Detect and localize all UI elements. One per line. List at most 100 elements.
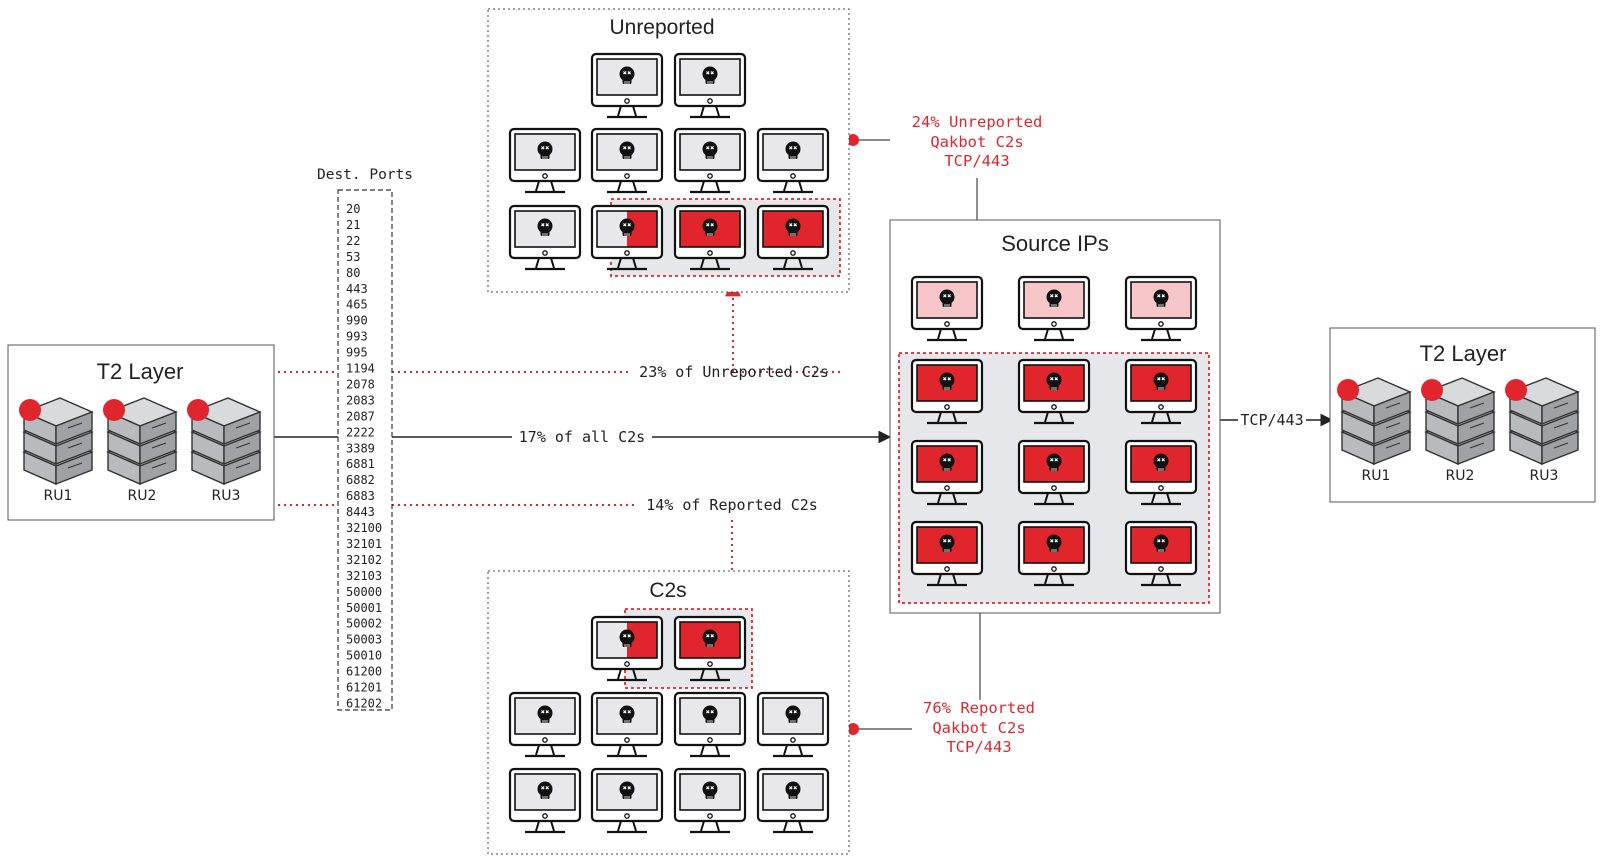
skull-icon [537, 141, 553, 159]
skull-icon [702, 218, 718, 236]
connector-lines [272, 134, 1334, 735]
unreported-monitor [673, 52, 747, 119]
alert-dot [103, 399, 125, 421]
port-item: 2087 [346, 409, 375, 423]
c2s-monitor [508, 767, 582, 834]
unreported-annotation: 24% Unreported Qakbot C2s TCP/443 [912, 113, 1043, 170]
unreported-monitor [756, 204, 830, 271]
skull-icon [702, 66, 718, 84]
server-label: RU2 [128, 488, 157, 504]
t2-right-server-3: RU3 [1505, 377, 1580, 484]
skull-icon [785, 705, 801, 723]
port-item: 80 [346, 266, 360, 280]
source-monitor [910, 275, 984, 342]
source-monitor [1124, 358, 1198, 425]
t2-left-server-3: RU3 [187, 397, 262, 504]
unreported-group: Unreported [487, 8, 850, 293]
source-monitor [1017, 520, 1091, 587]
t2-left-server-2: RU2 [103, 397, 178, 504]
port-item: 6882 [346, 473, 375, 487]
port-item: 2083 [346, 393, 375, 407]
c2s-monitor [508, 691, 582, 758]
skull-icon [702, 141, 718, 159]
source-monitor [1124, 520, 1198, 587]
port-item: 53 [346, 250, 360, 264]
alert-dot [1337, 379, 1359, 401]
port-item: 22 [346, 234, 360, 248]
skull-icon [619, 705, 635, 723]
t2-layer-left: T2 Layer RU1 RU2 RU3 [7, 344, 275, 521]
unreported-title: Unreported [609, 16, 714, 39]
server-label: RU1 [1362, 468, 1391, 484]
port-item: 6883 [346, 489, 375, 503]
skull-icon [1153, 372, 1169, 390]
flow-label-egress: TCP/443 [1240, 411, 1303, 429]
t2-layer-left-title: T2 Layer [97, 359, 184, 384]
source-monitor [910, 439, 984, 506]
port-item: 32100 [346, 521, 382, 535]
skull-icon [619, 66, 635, 84]
skull-icon [785, 218, 801, 236]
c2s-monitor [673, 767, 747, 834]
server-stack-icon [22, 397, 94, 486]
skull-icon [1153, 453, 1169, 471]
skull-icon [619, 629, 635, 647]
reported-annotation: 76% Reported Qakbot C2s TCP/443 [923, 699, 1035, 756]
source-monitor [1017, 439, 1091, 506]
skull-icon [939, 534, 955, 552]
ports-header: Dest. Ports [317, 167, 413, 183]
skull-icon [537, 781, 553, 799]
server-label: RU1 [44, 488, 73, 504]
unreported-monitor [508, 204, 582, 271]
c2s-monitor [673, 691, 747, 758]
port-item: 50002 [346, 617, 382, 631]
port-item: 443 [346, 282, 368, 296]
port-item: 32102 [346, 553, 382, 567]
source-monitor [1017, 275, 1091, 342]
port-item: 993 [346, 330, 368, 344]
ports-list-box [337, 189, 393, 711]
port-item: 61201 [346, 681, 382, 695]
skull-icon [619, 141, 635, 159]
t2-left-server-1: RU1 [19, 397, 94, 504]
server-stack-icon [1340, 377, 1412, 466]
destination-ports: Dest. Ports 2021225380443465990993995119… [317, 167, 413, 711]
skull-icon [702, 781, 718, 799]
skull-icon [702, 705, 718, 723]
skull-icon [939, 453, 955, 471]
port-item: 6881 [346, 457, 375, 471]
unreported-monitor [590, 52, 664, 119]
reported-annotation-line-1: 76% Reported [923, 699, 1035, 717]
port-item: 50003 [346, 633, 382, 647]
reported-annotation-line-2: Qakbot C2s [932, 719, 1025, 737]
source-monitor [910, 358, 984, 425]
server-stack-icon [1424, 377, 1496, 466]
skull-icon [785, 781, 801, 799]
unreported-annotation-line-3: TCP/443 [944, 152, 1009, 170]
skull-icon [1153, 534, 1169, 552]
skull-icon [537, 705, 553, 723]
port-item: 995 [346, 346, 368, 360]
t2-layer-right-title: T2 Layer [1420, 341, 1507, 366]
unreported-annotation-line-2: Qakbot C2s [930, 133, 1023, 151]
c2s-monitor [673, 615, 747, 682]
port-item: 50001 [346, 601, 382, 615]
source-monitor [1124, 275, 1198, 342]
alert-dot [1505, 379, 1527, 401]
port-item: 32101 [346, 537, 382, 551]
alert-dot [1421, 379, 1443, 401]
unreported-monitor [756, 127, 830, 194]
unreported-annotation-line-1: 24% Unreported [912, 113, 1043, 131]
server-label: RU2 [1446, 468, 1475, 484]
port-item: 990 [346, 314, 368, 328]
port-item: 21 [346, 218, 360, 232]
t2-right-server-1: RU1 [1337, 377, 1412, 484]
port-item: 20 [346, 202, 360, 216]
unreported-monitor [673, 127, 747, 194]
skull-icon [1046, 453, 1062, 471]
c2s-monitor [756, 691, 830, 758]
unreported-monitor [590, 204, 664, 271]
c2s-title: C2s [649, 579, 686, 602]
port-item: 2222 [346, 425, 375, 439]
